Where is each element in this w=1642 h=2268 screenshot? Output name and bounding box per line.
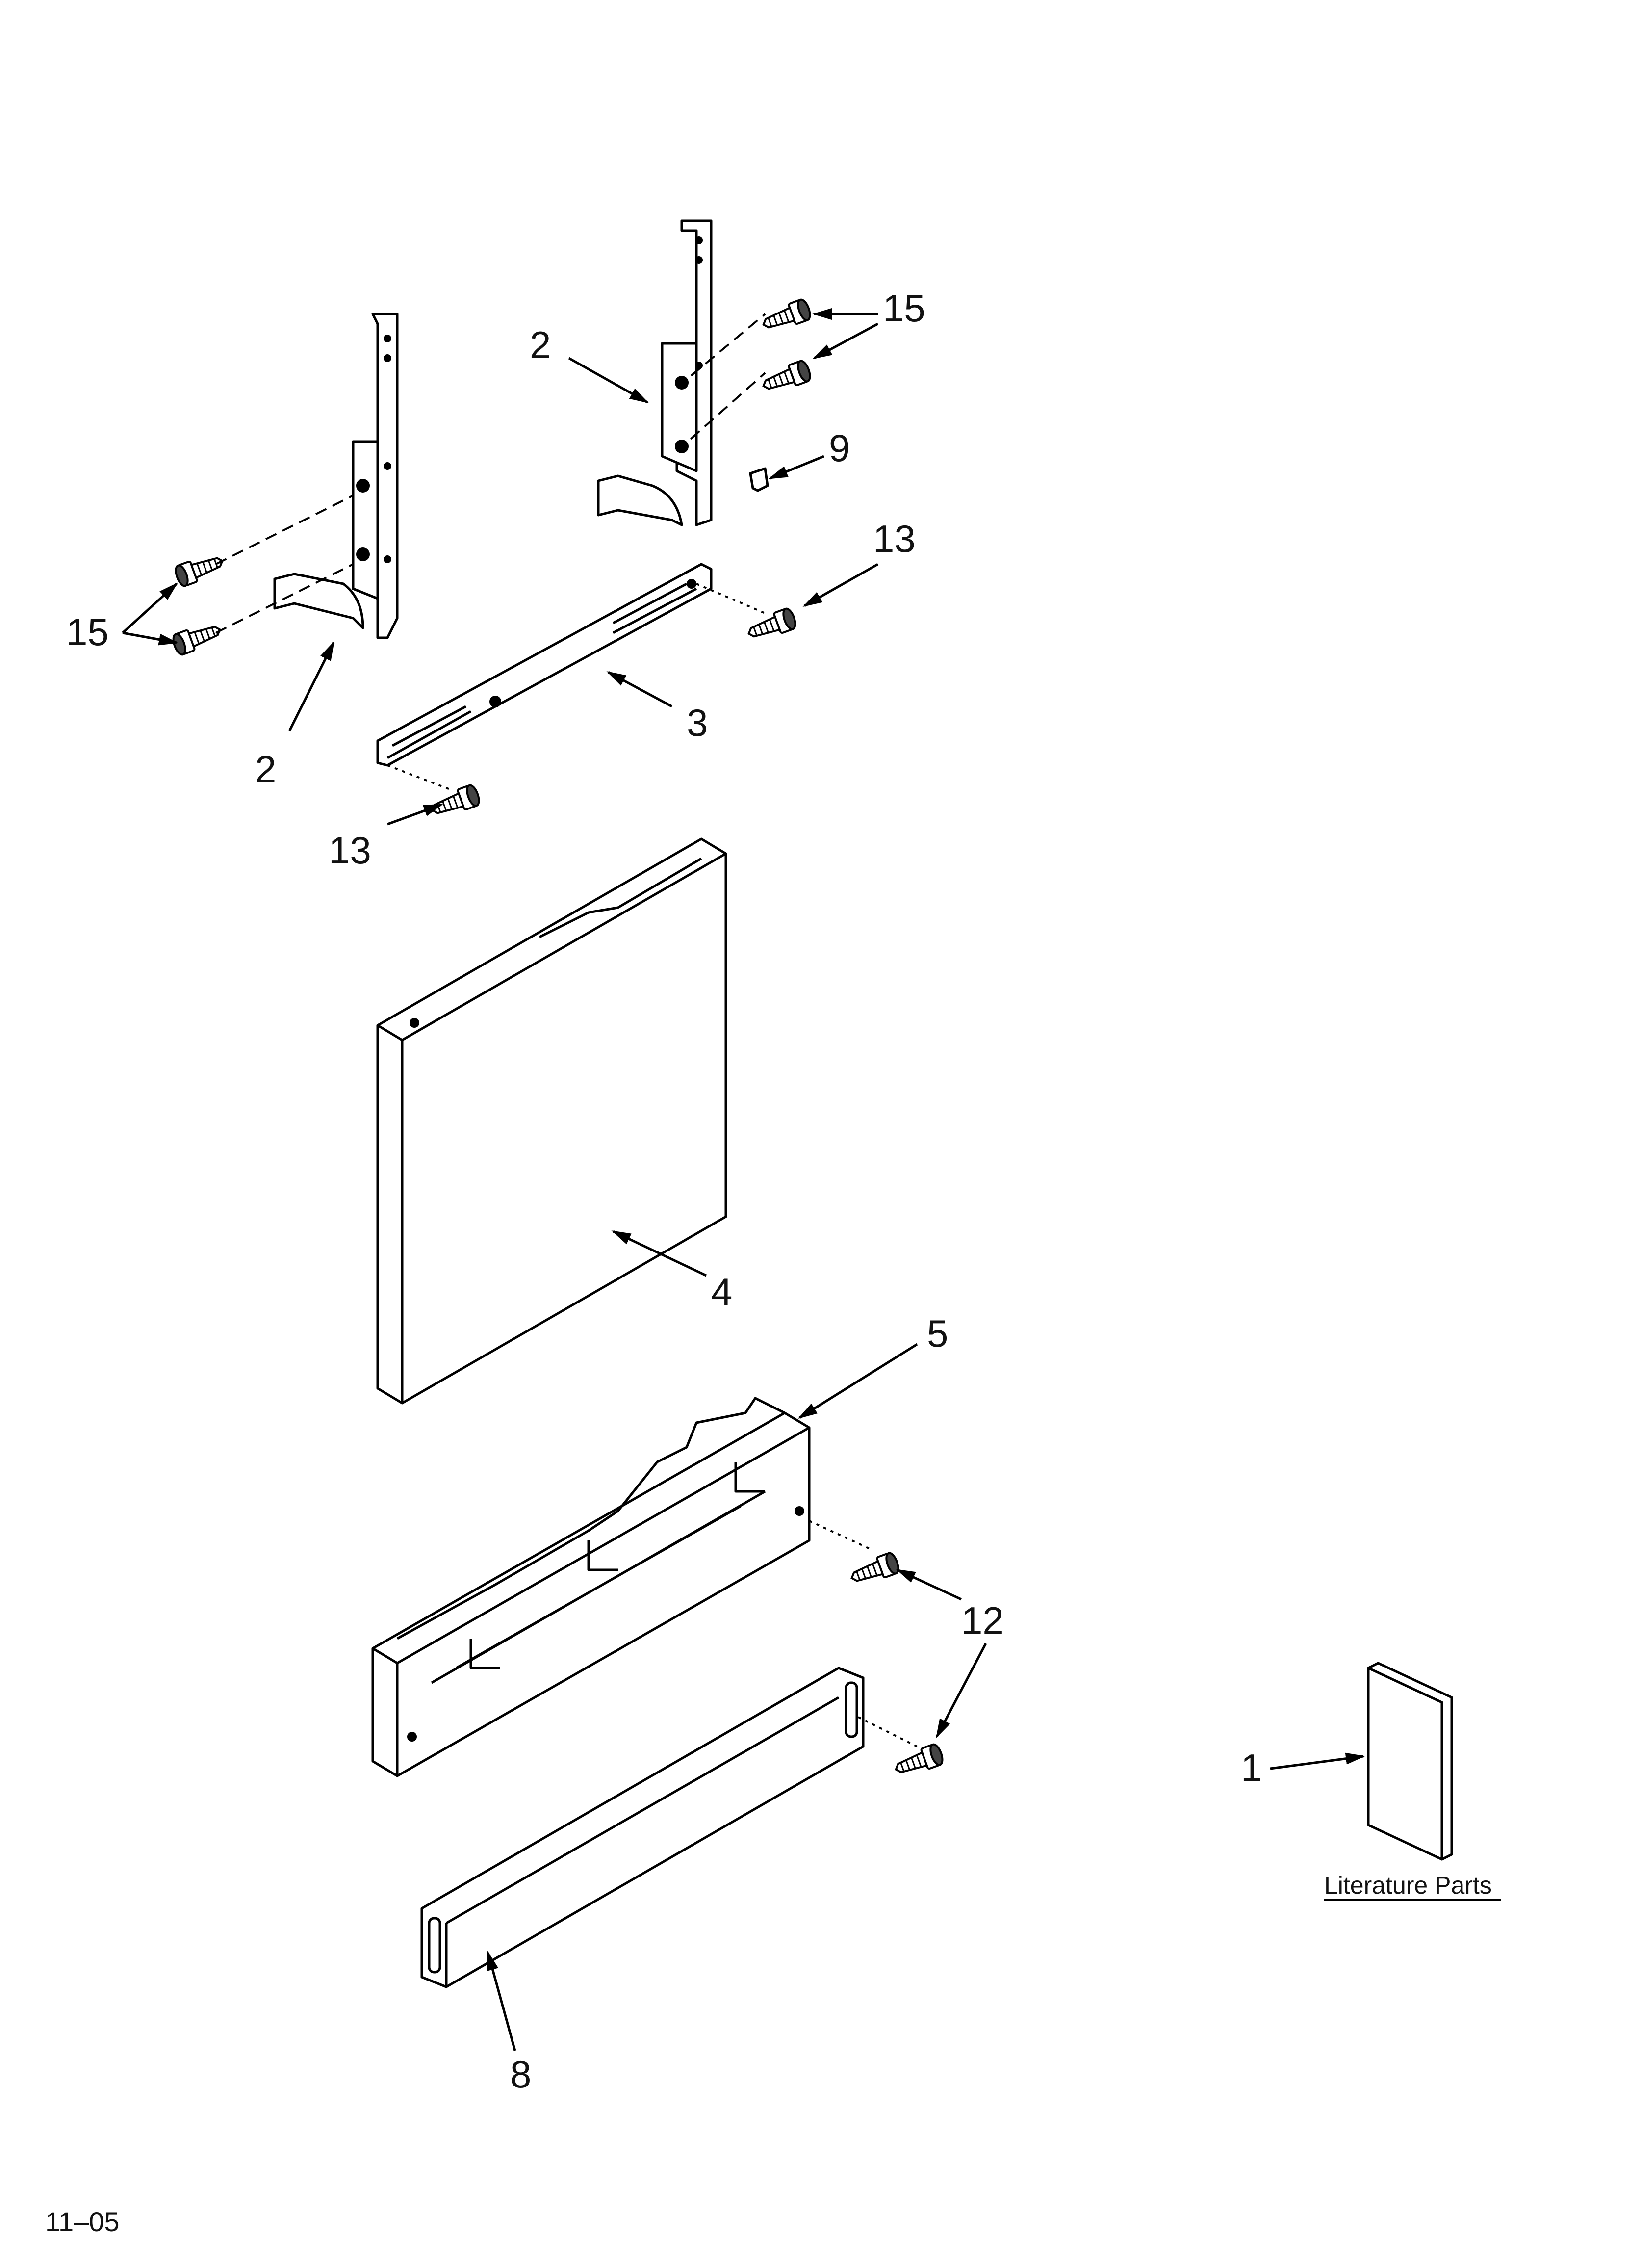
- callout-8: 8: [510, 2053, 531, 2096]
- lower-panel: [371, 1397, 811, 1777]
- screw-12-top: [847, 1550, 902, 1590]
- toe-kick: [420, 1667, 865, 1988]
- callout-5: 5: [927, 1312, 948, 1355]
- callout-labels: 15 2 9 13 15 2 3 13 4 5 12 1 8: [66, 287, 1262, 2096]
- callout-15-left: 15: [66, 610, 109, 653]
- literature-booklet: [1367, 1662, 1453, 1861]
- screw-15-right-top: [759, 297, 814, 336]
- callout-3: 3: [687, 701, 708, 744]
- callout-4: 4: [711, 1270, 732, 1313]
- fastener-paths: [215, 313, 918, 1747]
- callout-12: 12: [961, 1599, 1004, 1642]
- callout-2-top-right: 2: [530, 323, 551, 366]
- literature-parts-label: Literature Parts: [1324, 1872, 1492, 1899]
- screw-15-right-bottom: [759, 358, 814, 397]
- callout-2-left: 2: [255, 748, 276, 791]
- clip-part-9: [749, 467, 769, 492]
- door-panel: [376, 837, 727, 1405]
- callout-15-top-right: 15: [883, 287, 925, 330]
- callout-13-left: 13: [329, 829, 371, 872]
- screw-15-left-bottom: [170, 618, 225, 657]
- hinge-bracket-left: [273, 313, 399, 639]
- callout-13-right: 13: [873, 517, 916, 560]
- screw-12-bottom: [891, 1742, 946, 1781]
- leader-lines: [122, 308, 1365, 2051]
- door-rail: [376, 563, 713, 767]
- callout-1: 1: [1241, 1746, 1262, 1789]
- footer-code: 11–05: [45, 2206, 120, 2237]
- screw-15-left-top: [172, 549, 227, 589]
- screw-13-left: [428, 782, 483, 822]
- screw-13-right: [744, 606, 799, 645]
- callout-9: 9: [829, 426, 850, 469]
